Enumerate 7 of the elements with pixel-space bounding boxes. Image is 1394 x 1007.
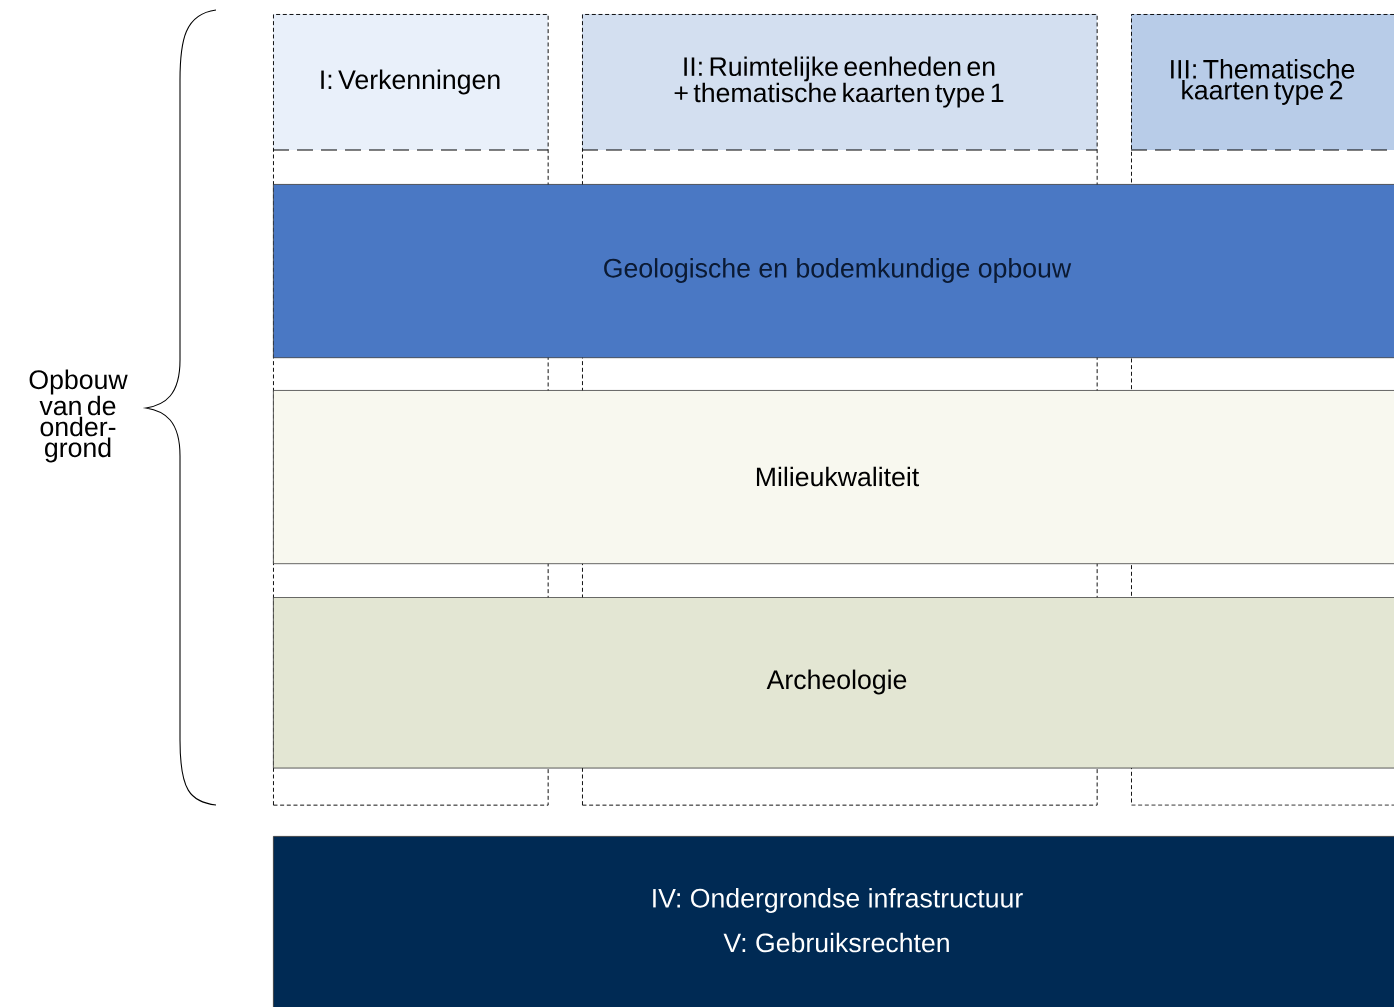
- column-box: I: Verkenningen: [272, 14, 549, 806]
- brace-label: Opbouw van de onder- grond: [29, 369, 128, 463]
- band-box: Archeologie: [273, 597, 1394, 769]
- band-box: Milieukwaliteit: [273, 390, 1394, 565]
- band-box: IV: Ondergrondse infrastructuur V: Gebruiksrechten: [273, 836, 1394, 1007]
- column-box: III: Thematische kaarten type 2: [1130, 14, 1394, 806]
- band-box: Geologische en bodemkundige opbouw: [273, 184, 1394, 359]
